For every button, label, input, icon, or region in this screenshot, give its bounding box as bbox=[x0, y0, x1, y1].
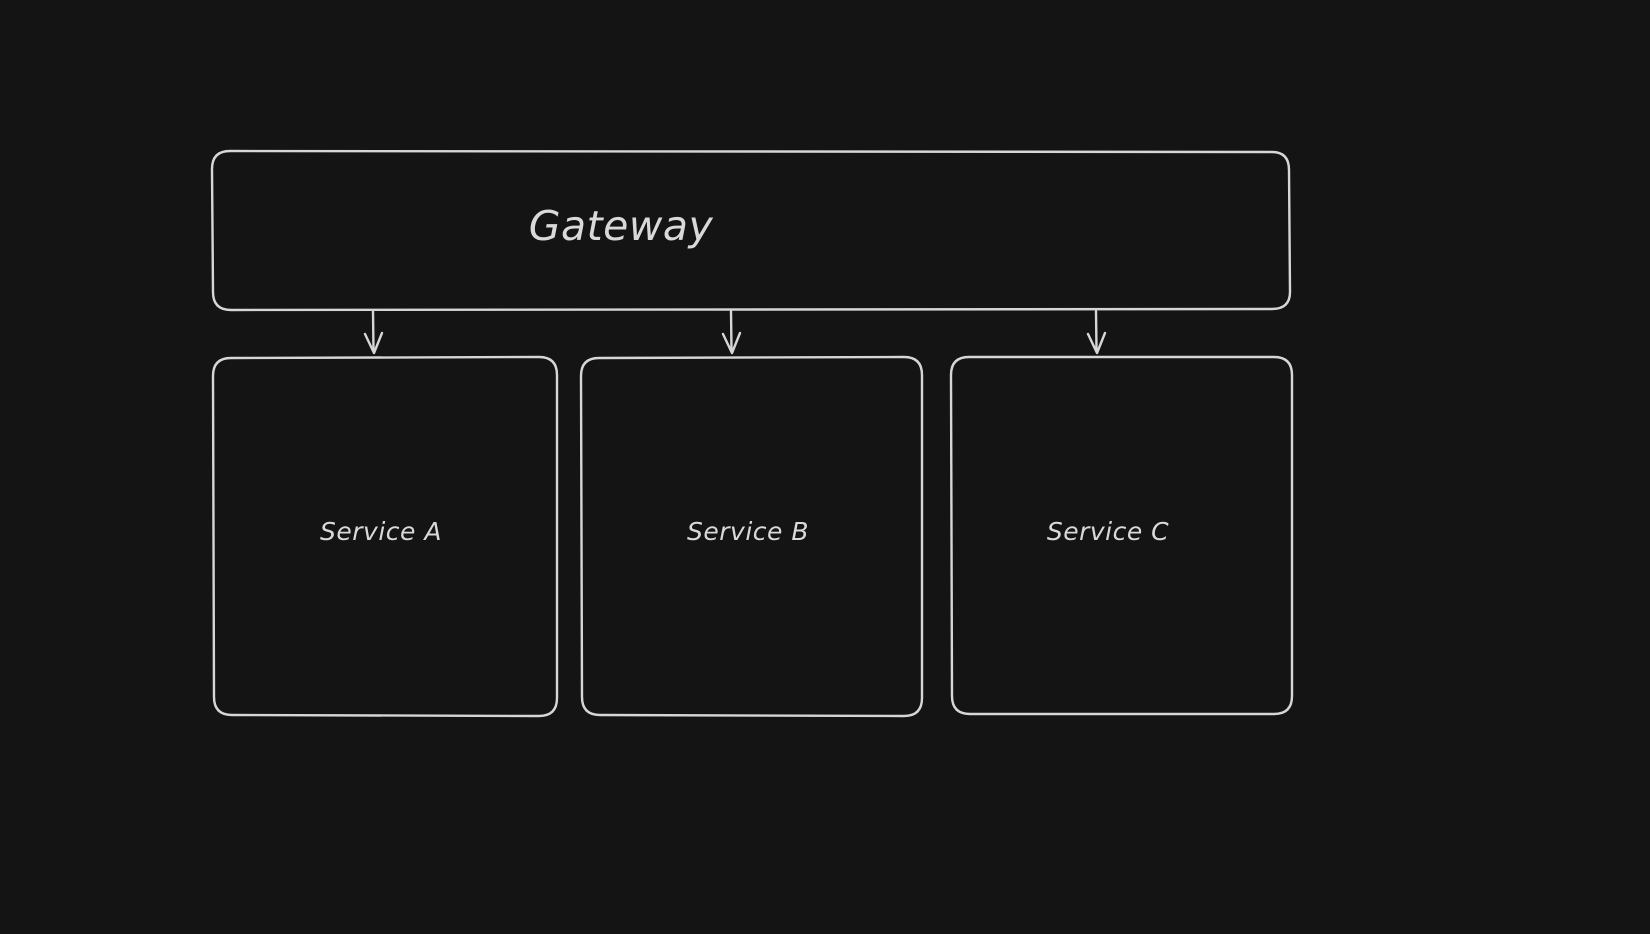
arrowhead-down-icon bbox=[363, 331, 384, 355]
gateway-label: Gateway bbox=[528, 202, 714, 250]
arrowhead-down-icon bbox=[721, 331, 742, 355]
gateway-box-outline bbox=[210, 149, 1292, 312]
edge-line bbox=[371, 309, 375, 352]
edge-line bbox=[729, 309, 733, 352]
service-c-box-outline bbox=[949, 355, 1294, 716]
edge-line bbox=[1094, 309, 1098, 352]
arrowhead-down-icon bbox=[1086, 331, 1107, 355]
node-service-a[interactable] bbox=[211, 355, 559, 718]
service-a-label: Service A bbox=[320, 517, 442, 546]
edge-gateway-to-service-c[interactable] bbox=[1086, 309, 1107, 355]
service-b-box-outline bbox=[579, 355, 924, 718]
node-service-c[interactable] bbox=[949, 355, 1294, 716]
service-b-label: Service B bbox=[687, 517, 809, 546]
service-c-label: Service C bbox=[1046, 517, 1170, 546]
edge-gateway-to-service-a[interactable] bbox=[363, 309, 384, 355]
edge-gateway-to-service-b[interactable] bbox=[721, 309, 742, 355]
node-service-b[interactable] bbox=[579, 355, 924, 718]
service-a-box-outline bbox=[211, 355, 559, 718]
node-gateway[interactable] bbox=[210, 149, 1292, 312]
